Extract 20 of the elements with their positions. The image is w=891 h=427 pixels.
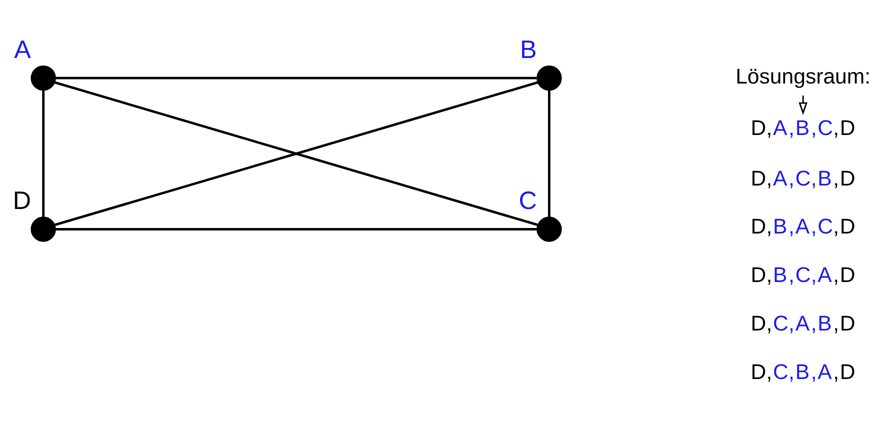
node-circle <box>536 216 562 242</box>
arrow <box>798 95 808 114</box>
node-label: B <box>520 36 537 64</box>
label: D,A,C,B,D <box>750 166 856 190</box>
node-label: D <box>12 186 32 215</box>
node-label: C <box>518 186 537 215</box>
label: D,C,B,A,D <box>750 360 856 384</box>
connector <box>42 90 45 216</box>
label: D,C,A,B,D <box>750 311 856 336</box>
connector <box>548 90 550 216</box>
node-text: D,A,B,C,D <box>750 115 856 140</box>
connector <box>56 76 537 79</box>
node-circle <box>536 65 562 90</box>
node-circle <box>30 216 56 242</box>
label: D,B,A,C,D <box>750 214 856 238</box>
connector <box>56 228 537 230</box>
node-circle <box>30 65 56 90</box>
node-label: A <box>14 36 31 64</box>
label: D,B,C,A,D <box>750 262 856 287</box>
node-text: Lösungsraum: <box>736 64 871 88</box>
